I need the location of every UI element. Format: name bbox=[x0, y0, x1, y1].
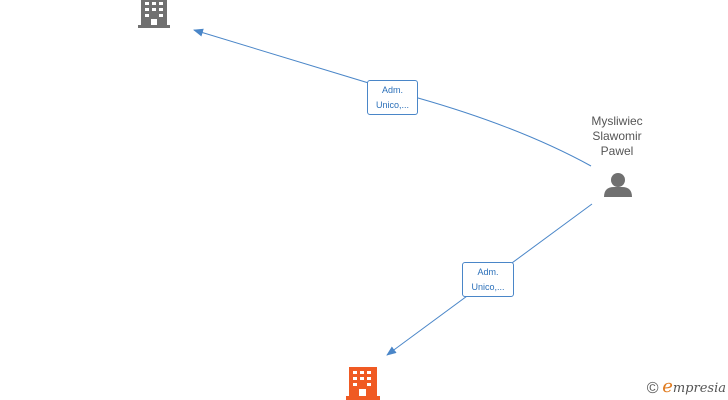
person-name-line: Slawomir bbox=[592, 129, 642, 143]
person-name-line: Pawel bbox=[600, 144, 634, 158]
brand-name: mpresia bbox=[672, 381, 726, 396]
relation-label-line: Unico,... bbox=[471, 282, 505, 292]
relation-label-line: Adm. bbox=[477, 267, 499, 277]
building-icon[interactable] bbox=[346, 367, 380, 400]
person-icon[interactable] bbox=[604, 173, 632, 197]
relation-label-line: Adm. bbox=[381, 85, 403, 95]
edge-person-to-top-company bbox=[193, 28, 592, 167]
person-name-line: Mysliwiec bbox=[591, 114, 643, 128]
brand-first-letter: e bbox=[662, 376, 673, 397]
person-name-label[interactable]: Mysliwiec Slawomir Pawel bbox=[560, 114, 674, 159]
relation-label[interactable]: Adm. Unico,... bbox=[462, 262, 514, 297]
building-icon[interactable] bbox=[138, 0, 170, 28]
copyright-icon: © bbox=[646, 380, 659, 397]
relation-label-line: Unico,... bbox=[375, 100, 409, 110]
brand-logo: © empresia bbox=[647, 376, 726, 398]
relation-label[interactable]: Adm. Unico,... bbox=[367, 80, 418, 115]
